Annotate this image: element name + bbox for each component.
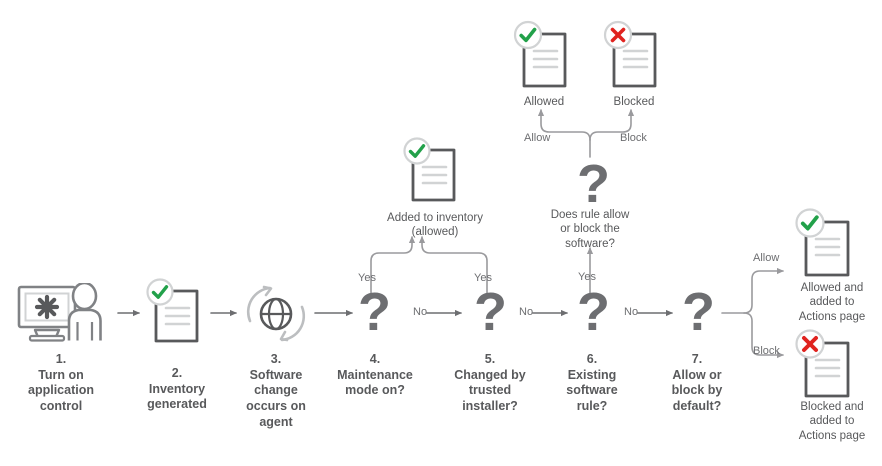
step-4-label: Maintenance mode on? [337, 367, 413, 398]
step-7-number: 7. [691, 352, 703, 366]
step-1-number: 1. [55, 352, 67, 366]
outcome-allowed-actions-icon-group [789, 205, 863, 288]
step-3-number: 3. [270, 352, 282, 366]
step-6-question-mark-icon: ? [577, 282, 610, 342]
step-4-question-mark-icon: ? [358, 282, 391, 342]
step-5-number: 5. [484, 352, 496, 366]
step-1-caption: 1. Turn on application control [8, 352, 114, 415]
outcome-added-inventory-caption: Added to inventory (allowed) [356, 211, 514, 240]
edge-default-allow [743, 267, 784, 314]
document-check-icon [513, 20, 567, 88]
step-4-number: 4. [369, 352, 381, 366]
outcome-allowed-caption: Allowed [505, 95, 583, 109]
outcome-blocked-actions-caption: Blocked and added to Actions page [786, 400, 878, 443]
step-1-label: Turn on application control [28, 367, 94, 413]
step-3-label: Software change occurs on agent [246, 367, 306, 429]
outcome-blocked-label: Blocked [613, 96, 655, 108]
step-5-label: Changed by trusted installer? [454, 367, 526, 413]
step-6-label: Existing software rule? [566, 367, 618, 413]
outcome-rule-question-label: Does rule allow or block the software? [550, 209, 630, 250]
edge-label-allow-rule: Allow [524, 132, 551, 144]
edge-label-no-step5-step6: No [519, 306, 534, 318]
edge-label-block-rule: Block [620, 132, 647, 144]
outcome-allowed-actions-label: Allowed and added to Actions page [798, 282, 866, 323]
edge-label-allow-default: Allow [753, 252, 780, 264]
document-x-icon [795, 329, 850, 398]
outcome-allowed-actions-caption: Allowed and added to Actions page [786, 281, 878, 324]
outcome-rule-question-caption: Does rule allow or block the software? [534, 208, 646, 251]
step-6-caption: 6. Existing software rule? [545, 352, 639, 415]
step-2-caption: 2. Inventory generated [126, 366, 228, 413]
document-x-icon [603, 20, 657, 88]
edge-label-yes-step5: Yes [474, 272, 492, 284]
step-7-question-mark-icon: ? [682, 282, 715, 342]
step-2-number: 2. [171, 366, 183, 380]
step-3-icon-group [240, 283, 312, 350]
step-7-label: Allow or block by default? [671, 367, 723, 413]
outcome-blocked-icon-group [598, 18, 670, 99]
edge-label-yes-step4: Yes [358, 272, 376, 284]
outcome-added-inventory-label: Added to inventory (allowed) [387, 212, 483, 239]
step-4-caption: 4. Maintenance mode on? [323, 352, 427, 399]
edge-label-no-step4-step5: No [413, 306, 428, 318]
step-1-icon-group [16, 281, 116, 350]
monitor-user-icon [17, 281, 102, 342]
document-check-icon [146, 278, 199, 343]
outcome-blocked-actions-label: Blocked and added to Actions page [798, 401, 866, 442]
document-check-icon [403, 137, 456, 202]
edge-label-block-default: Block [753, 345, 780, 357]
step-5-question-mark-icon: ? [474, 282, 507, 342]
outcome-blocked-actions-icon-group [789, 326, 863, 409]
step-7-caption: 7. Allow or block by default? [650, 352, 744, 415]
step-2-icon-group [142, 277, 214, 354]
outcome-allowed-icon-group [508, 18, 580, 99]
step-2-label: Inventory generated [147, 381, 207, 412]
outcome-rule-question-mark-icon: ? [577, 154, 610, 214]
outcome-allowed-label: Allowed [523, 96, 565, 108]
step-3-caption: 3. Software change occurs on agent [228, 352, 324, 430]
step-6-number: 6. [586, 352, 598, 366]
outcome-added-inventory-icon-group [399, 136, 471, 213]
outcome-blocked-caption: Blocked [594, 95, 674, 109]
document-check-icon [795, 208, 850, 277]
edge-label-no-step6-step7: No [624, 306, 639, 318]
edge-label-yes-step6: Yes [578, 271, 596, 283]
step-5-caption: 5. Changed by trusted installer? [440, 352, 540, 415]
globe-refresh-icon [246, 285, 306, 342]
